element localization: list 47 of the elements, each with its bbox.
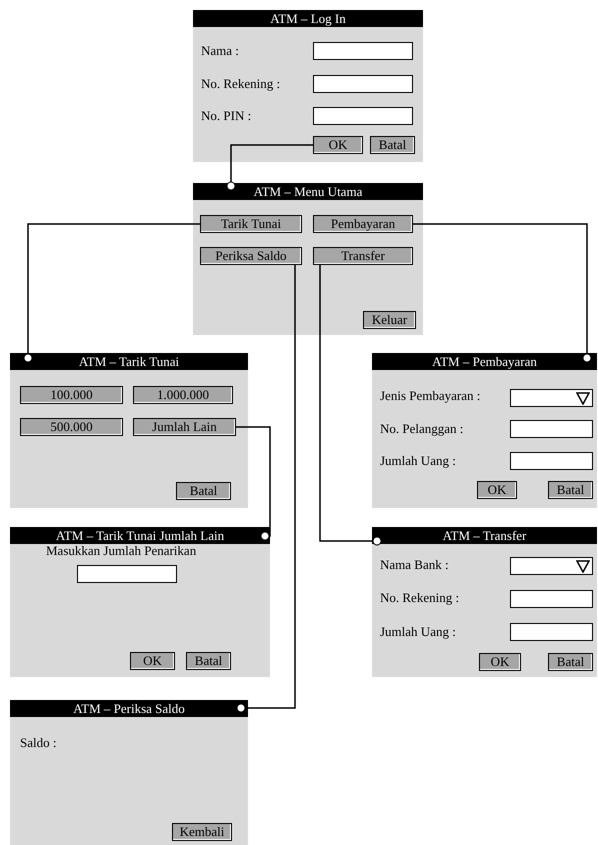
field-label: Masukkan Jumlah Penarikan [46, 543, 196, 559]
title-bar: ATM – Pembayaran [372, 353, 597, 370]
title-bar: ATM – Transfer [372, 527, 597, 544]
field-label: Saldo : [20, 735, 56, 751]
button: Periksa Saldo [200, 247, 302, 265]
connector-line [319, 265, 382, 546]
field-label: Nama Bank : [380, 557, 449, 573]
button: Batal [548, 653, 593, 671]
field-label: No. PIN : [201, 108, 252, 124]
button: Pembayaran [313, 215, 413, 233]
title-bar: ATM – Periksa Saldo [10, 700, 248, 717]
connector-line [236, 426, 271, 540]
button: 100.000 [20, 386, 123, 404]
screen-window [10, 527, 270, 677]
title-bar: ATM – Tarik Tunai [10, 353, 248, 370]
connector-line [24, 223, 200, 362]
connector-line [236, 265, 296, 712]
field-label: No. Rekening : [201, 76, 280, 92]
field-label: Jenis Pembayaran : [380, 388, 480, 404]
connector-line [226, 144, 313, 190]
screen-window [10, 353, 248, 508]
screen-window [10, 700, 248, 845]
button: OK [130, 652, 175, 670]
button: OK [313, 136, 363, 154]
button: Batal [548, 481, 593, 499]
button: OK [479, 653, 521, 671]
field-label: No. Pelanggan : [380, 421, 464, 437]
button: Batal [186, 652, 231, 670]
button: 1.000.000 [133, 386, 233, 404]
button: Batal [370, 136, 415, 154]
title-bar: ATM – Menu Utama [193, 183, 423, 200]
button: Kembali [172, 823, 232, 841]
field-label: Jumlah Uang : [380, 453, 456, 469]
button: Transfer [313, 247, 413, 265]
button: Keluar [363, 311, 416, 329]
connector-line [413, 223, 592, 362]
screen-window [193, 183, 423, 335]
button: Tarik Tunai [200, 215, 302, 233]
field-label: No. Rekening : [380, 590, 460, 606]
button: Jumlah Lain [133, 418, 236, 436]
button: Batal [176, 482, 231, 500]
title-bar: ATM – Log In [193, 10, 423, 27]
title-bar: ATM – Tarik Tunai Jumlah Lain [10, 527, 270, 544]
field-label: Nama : [201, 43, 239, 59]
button: 500.000 [20, 418, 123, 436]
button: OK [477, 481, 517, 499]
field-label: Jumlah Uang : [380, 624, 456, 640]
